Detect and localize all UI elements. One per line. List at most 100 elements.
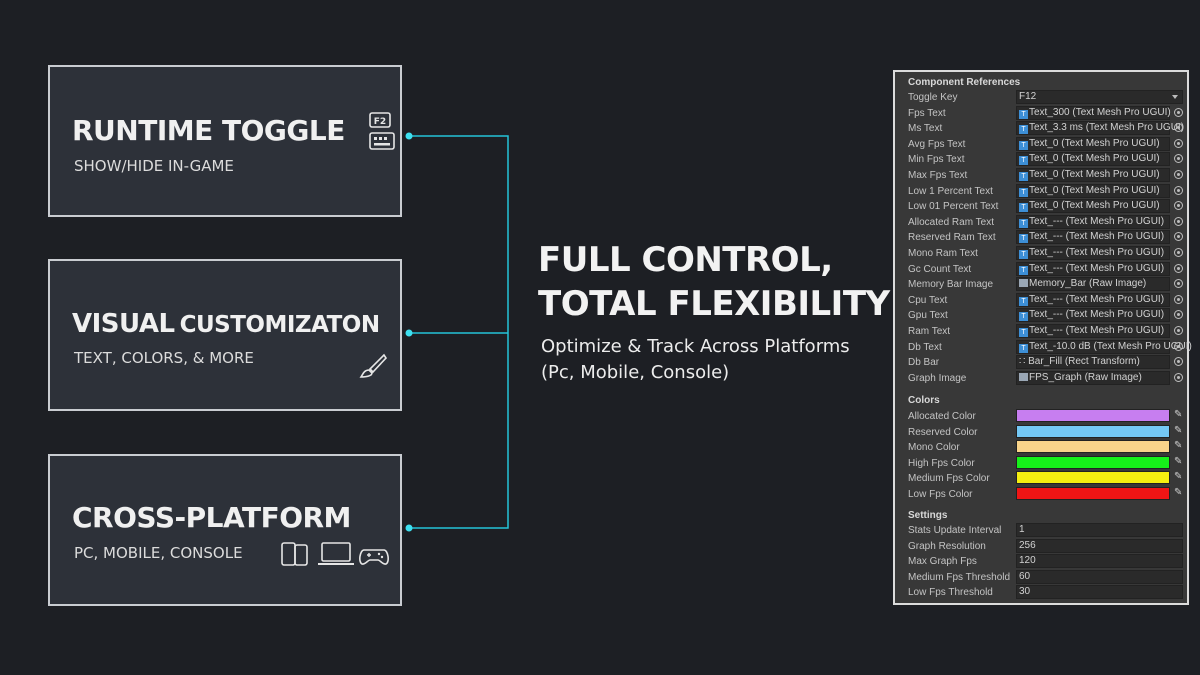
keyboard-f2-icon: F2	[368, 111, 396, 158]
color-row-low-fps-color: Low Fps Color ✎	[895, 487, 1187, 502]
field-row-toggle-key: Toggle Key F12	[895, 90, 1187, 105]
text-mesh-icon: T	[1019, 312, 1028, 322]
object-field-value: Text_0 (Text Mesh Pro UGUI)	[1029, 184, 1160, 196]
number-field[interactable]: 60	[1016, 569, 1183, 584]
object-picker-icon[interactable]	[1174, 201, 1183, 211]
object-picker-icon[interactable]	[1174, 138, 1183, 148]
object-field-value: Text_3.3 ms (Text Mesh Pro UGUI)	[1029, 122, 1185, 134]
number-field[interactable]: 1	[1016, 523, 1183, 537]
object-field-value: Text_300 (Text Mesh Pro UGUI)	[1029, 106, 1171, 118]
field-label: Min Fps Text	[908, 154, 965, 166]
object-picker-icon[interactable]	[1174, 154, 1183, 164]
field-label: Fps Text	[908, 107, 946, 119]
text-mesh-icon: T	[1019, 125, 1028, 135]
color-swatch[interactable]	[1016, 409, 1170, 422]
object-picker-icon[interactable]	[1174, 326, 1183, 335]
field-label: Low Fps Color	[908, 489, 973, 500]
object-picker-icon[interactable]	[1174, 123, 1183, 133]
card-title: RUNTIME TOGGLE	[72, 114, 345, 147]
object-field-value: Text_0 (Text Mesh Pro UGUI)	[1029, 169, 1160, 180]
text-mesh-icon: T	[1019, 265, 1028, 275]
object-picker-icon[interactable]	[1174, 107, 1183, 117]
eyedropper-icon[interactable]: ✎	[1174, 424, 1183, 436]
section-header-component-references: Component References	[908, 77, 1021, 88]
field-label: Cpu Text	[908, 294, 948, 306]
color-swatch[interactable]	[1016, 487, 1170, 500]
object-field[interactable]: FPS_Graph (Raw Image)	[1016, 370, 1170, 385]
color-swatch[interactable]	[1016, 440, 1170, 454]
field-label: Graph Image	[908, 372, 967, 384]
field-label: Low Fps Threshold	[908, 587, 993, 599]
card-title-part1: VISUAL	[72, 309, 175, 339]
eyedropper-icon[interactable]: ✎	[1174, 471, 1183, 483]
object-picker-icon[interactable]	[1174, 232, 1183, 242]
eyedropper-icon[interactable]: ✎	[1174, 409, 1183, 420]
setting-row-medium-fps-threshold: Medium Fps Threshold 60	[895, 569, 1187, 585]
object-field-value: Text_--- (Text Mesh Pro UGUI)	[1029, 215, 1165, 227]
field-label: Medium Fps Color	[908, 473, 990, 485]
object-picker-icon[interactable]	[1174, 294, 1183, 304]
object-picker-icon[interactable]	[1174, 170, 1183, 179]
color-swatch[interactable]	[1016, 424, 1170, 438]
object-field-value: Bar_Fill (Rect Transform)	[1028, 356, 1140, 368]
eyedropper-icon[interactable]: ✎	[1174, 440, 1183, 452]
key-label: F2	[374, 117, 386, 127]
object-picker-icon[interactable]	[1174, 248, 1183, 257]
object-field[interactable]: ∷ Bar_Fill (Rect Transform)	[1016, 355, 1170, 370]
eyedropper-icon[interactable]: ✎	[1174, 487, 1183, 498]
text-mesh-icon: T	[1019, 156, 1028, 166]
devices-icon	[280, 540, 392, 575]
field-label: Memory Bar Image	[908, 279, 994, 291]
object-picker-icon[interactable]	[1174, 310, 1183, 320]
field-label: Gc Count Text	[908, 263, 972, 275]
object-field-value: Text_0 (Text Mesh Pro UGUI)	[1029, 200, 1160, 212]
field-label: Db Bar	[908, 357, 940, 369]
color-swatch[interactable]	[1016, 455, 1170, 469]
object-picker-icon[interactable]	[1174, 279, 1183, 289]
number-field[interactable]: 30	[1016, 585, 1183, 600]
number-field[interactable]: 256	[1016, 538, 1183, 553]
field-label: Low 01 Percent Text	[908, 201, 999, 213]
eyedropper-icon[interactable]: ✎	[1174, 455, 1183, 467]
object-picker-icon[interactable]	[1174, 216, 1183, 226]
text-mesh-icon: T	[1019, 328, 1028, 337]
toggle-key-dropdown[interactable]: F12	[1016, 90, 1183, 104]
section-header-settings: Settings	[908, 510, 948, 521]
object-picker-icon[interactable]	[1174, 185, 1183, 195]
object-picker-icon[interactable]	[1174, 341, 1183, 351]
object-picker-icon[interactable]	[1174, 263, 1183, 273]
object-picker-icon[interactable]	[1174, 372, 1183, 382]
brush-icon	[358, 353, 388, 384]
field-label: Medium Fps Threshold	[908, 571, 1011, 583]
object-field[interactable]: Memory_Bar (Raw Image)	[1016, 277, 1170, 292]
object-picker-icon[interactable]	[1174, 357, 1183, 367]
field-label: Ram Text	[908, 326, 951, 337]
number-field[interactable]: 120	[1016, 554, 1183, 569]
card-subtitle: PC, MOBILE, CONSOLE	[74, 544, 243, 562]
field-label: Toggle Key	[908, 92, 958, 103]
color-swatch[interactable]	[1016, 471, 1170, 485]
